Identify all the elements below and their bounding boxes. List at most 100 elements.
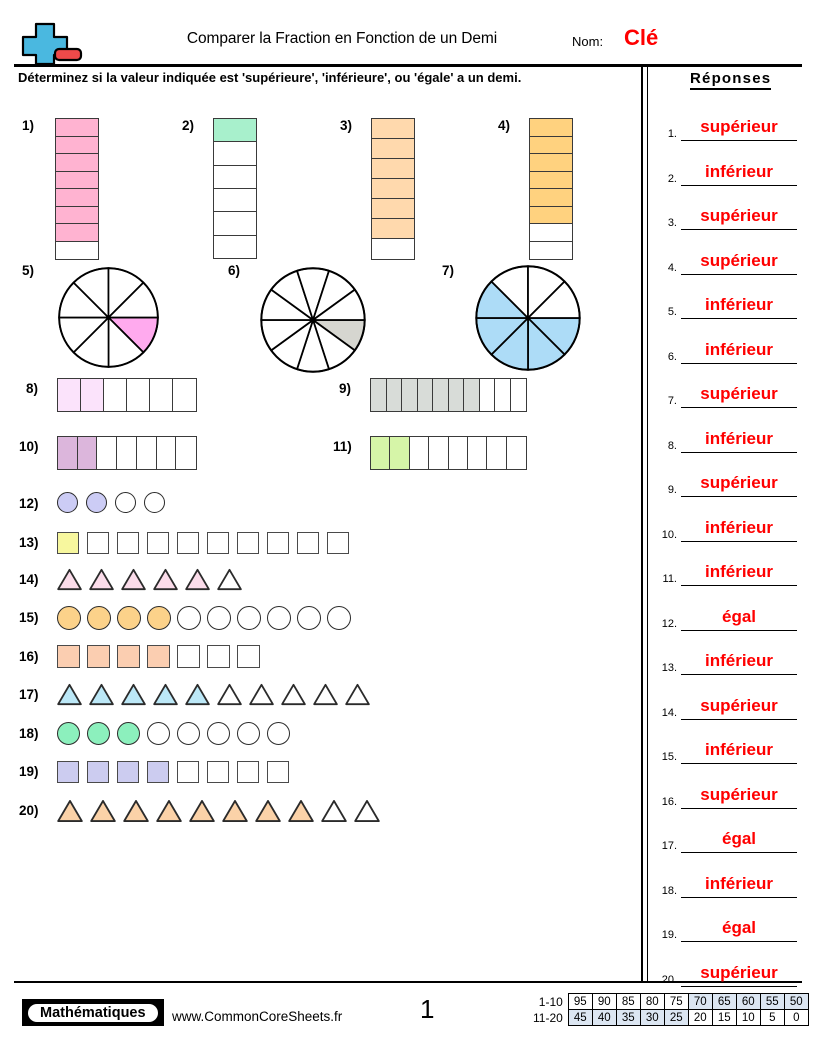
bar-cell-filled <box>371 158 415 180</box>
answer-row: 1.supérieur <box>655 103 805 141</box>
square-empty <box>117 532 139 554</box>
answer-number: 12. <box>661 617 677 630</box>
answer-number: 3. <box>667 217 677 229</box>
answer-number: 11. <box>662 573 677 585</box>
answer-number: 20. <box>661 973 677 986</box>
fraction-bar-vertical <box>371 118 415 260</box>
bar-cell-empty <box>408 436 430 470</box>
problem-number: 17) <box>19 687 39 702</box>
answer-blank-line[interactable] <box>681 960 797 987</box>
shape-row <box>57 722 297 745</box>
square-empty <box>87 532 109 554</box>
answer-blank-line[interactable] <box>681 203 797 230</box>
triangle-filled <box>156 799 182 823</box>
answer-row: 15.inférieur <box>655 726 805 764</box>
triangle-filled <box>90 799 116 823</box>
answer-row: 8.inférieur <box>655 415 805 453</box>
bar-cell-filled <box>55 205 99 225</box>
triangle-empty <box>354 799 380 823</box>
answer-blank-line[interactable] <box>681 693 797 720</box>
score-cell: 10 <box>735 1009 761 1026</box>
problem-number: 10) <box>19 439 39 454</box>
shape-row <box>57 568 249 591</box>
problem-number: 6) <box>228 263 241 278</box>
square-empty <box>267 761 289 783</box>
answer-blank-line[interactable] <box>681 915 797 942</box>
answer-value: supérieur <box>700 384 778 403</box>
answer-blank-line[interactable] <box>681 515 797 542</box>
square-empty <box>147 532 169 554</box>
answer-number: 17. <box>661 840 677 852</box>
answer-row: 4.supérieur <box>655 237 805 275</box>
answer-blank-line[interactable] <box>681 114 797 141</box>
circle-filled <box>57 722 80 745</box>
answer-row: 9.supérieur <box>655 459 805 497</box>
circle-filled <box>57 606 81 630</box>
answer-blank-line[interactable] <box>681 292 797 319</box>
circle-empty <box>297 606 321 630</box>
answer-blank-line[interactable] <box>681 826 797 853</box>
bar-cell-filled <box>416 378 434 412</box>
bar-cell-empty <box>96 436 118 470</box>
bar-cell-filled <box>57 378 82 412</box>
bar-cell-filled <box>371 178 415 200</box>
answer-number: 19. <box>661 929 677 941</box>
square-filled <box>147 645 170 668</box>
bar-cell-empty <box>172 378 197 412</box>
problem-number: 14) <box>19 572 39 587</box>
score-cell: 15 <box>711 1009 737 1026</box>
score-cell: 45 <box>567 1009 593 1026</box>
answer-blank-line[interactable] <box>681 648 797 675</box>
problem-number: 2) <box>182 118 195 133</box>
answer-value: supérieur <box>700 962 778 982</box>
score-cell: 20 <box>687 1009 713 1026</box>
answer-blank-line[interactable] <box>681 604 797 631</box>
answer-blank-line[interactable] <box>681 559 797 586</box>
subject-badge: Mathématiques <box>22 999 164 1026</box>
answer-blank-line[interactable] <box>681 337 797 364</box>
score-cell: 80 <box>639 993 665 1010</box>
bar-cell-empty <box>213 187 257 213</box>
bar-cell-filled <box>371 118 415 140</box>
circle-empty <box>267 722 290 745</box>
bar-cell-filled <box>447 378 465 412</box>
bar-cell-filled <box>80 378 105 412</box>
square-empty <box>237 761 259 783</box>
page-number: 1 <box>420 994 435 1024</box>
bar-cell-filled <box>529 205 573 225</box>
bar-cell-filled <box>55 170 99 190</box>
square-empty <box>267 532 289 554</box>
answer-blank-line[interactable] <box>681 782 797 809</box>
bar-cell-empty <box>529 223 573 242</box>
fraction-bar-vertical <box>55 118 99 260</box>
answer-blank-line[interactable] <box>681 159 797 186</box>
square-empty <box>207 645 230 668</box>
bar-cell-empty <box>103 378 128 412</box>
answer-blank-line[interactable] <box>681 426 797 453</box>
bar-cell-filled <box>55 153 99 172</box>
square-empty <box>177 761 199 783</box>
score-cell: 70 <box>687 993 713 1010</box>
bar-cell-empty <box>478 378 496 412</box>
answer-blank-line[interactable] <box>681 871 797 898</box>
bar-cell-filled <box>370 378 387 412</box>
score-cell: 50 <box>783 993 809 1010</box>
answer-row: 10.inférieur <box>655 504 805 542</box>
answer-blank-line[interactable] <box>681 470 797 497</box>
answer-value: inférieur <box>704 339 774 359</box>
triangle-filled <box>121 568 146 591</box>
answer-blank-line[interactable] <box>681 737 797 764</box>
answer-blank-line[interactable] <box>681 381 797 408</box>
bar-cell-empty <box>213 164 257 190</box>
circle-filled <box>147 606 171 630</box>
answer-row: 11.inférieur <box>655 548 805 586</box>
answer-row: 16.supérieur <box>655 771 805 809</box>
answer-blank-line[interactable] <box>681 248 797 275</box>
answer-row: 12. égal <box>655 593 805 631</box>
score-cell: 30 <box>639 1009 665 1026</box>
circle-filled <box>117 606 141 630</box>
answer-value: égal <box>721 606 757 626</box>
score-cell: 5 <box>759 1009 785 1026</box>
